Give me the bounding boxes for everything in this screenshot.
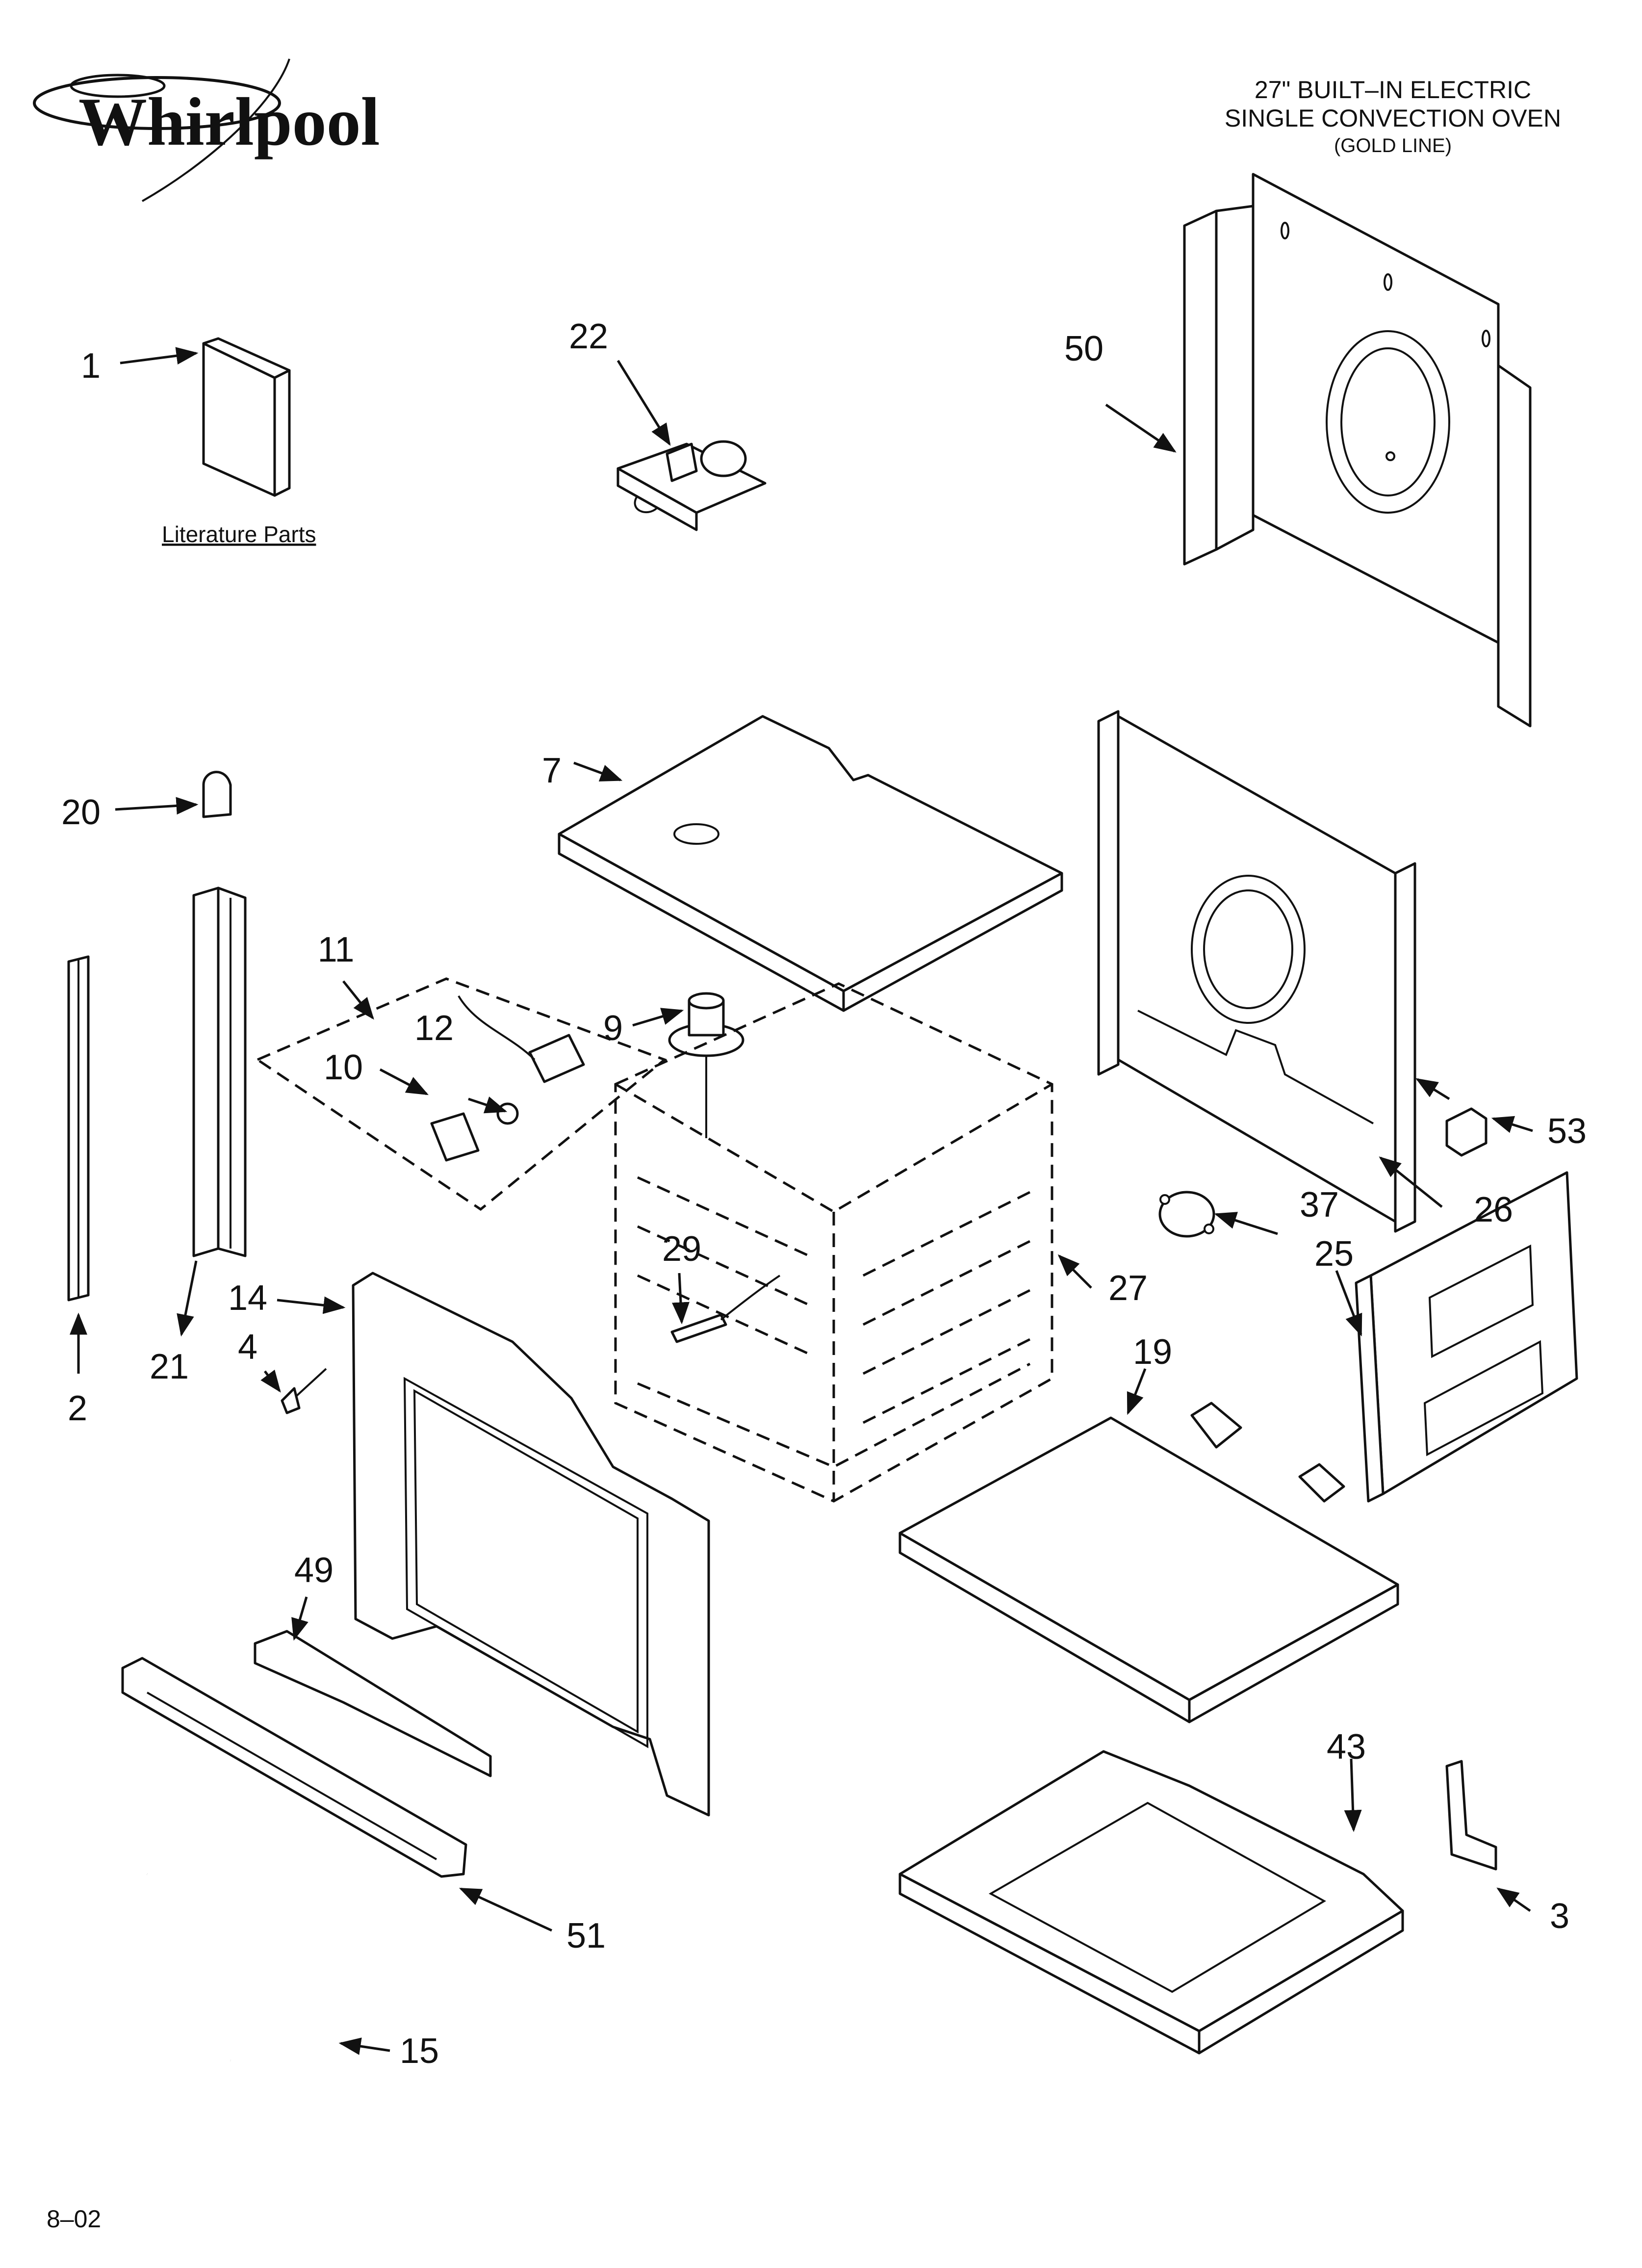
part-49-trim-bar	[254, 1630, 492, 1777]
callout-2: 2	[68, 1389, 87, 1428]
part-29-sensor	[670, 1275, 781, 1343]
part-3-bracket	[1445, 1760, 1497, 1871]
callout-51: 51	[566, 1916, 606, 1955]
callout-11: 11	[318, 930, 355, 969]
callout-7: 7	[542, 751, 562, 790]
callout-53: 53	[1547, 1112, 1587, 1151]
callout-21: 21	[150, 1347, 189, 1386]
title-line-2: SINGLE CONVECTION OVEN	[1225, 104, 1561, 132]
part-43-base-pan	[898, 1750, 1404, 2055]
title-line-3: (GOLD LINE)	[1334, 135, 1452, 156]
footer-code: 8–02	[47, 2205, 101, 2233]
callout-12: 12	[414, 1009, 454, 1048]
part-27-cavity	[614, 982, 1053, 1503]
callout-labels: 1 2 3 4 7 9 10 11 12 14 15 19 20 21 22 2…	[61, 317, 1587, 2071]
callout-43: 43	[1327, 1727, 1366, 1767]
leader-arrows	[70, 347, 1533, 2055]
part-37-thermostat	[1158, 1191, 1215, 1238]
callout-49: 49	[294, 1551, 334, 1590]
part-51-vent	[121, 1657, 467, 1878]
callout-1: 1	[81, 346, 101, 386]
part-7-top-cover	[558, 715, 1063, 1012]
callout-10: 10	[324, 1048, 363, 1087]
part-14-front-frame	[352, 1272, 710, 1817]
part-4-screw	[281, 1368, 327, 1414]
part-11-light-kit	[255, 977, 667, 1211]
callout-27: 27	[1108, 1269, 1148, 1308]
part-26-rear-baffle	[1097, 710, 1416, 1233]
callout-50: 50	[1064, 329, 1103, 368]
callout-26: 26	[1474, 1190, 1513, 1229]
callout-4: 4	[238, 1328, 257, 1367]
callout-22: 22	[569, 317, 608, 356]
logo-text: Whirlpool	[78, 84, 380, 160]
part-15-gasket	[51, 1708, 336, 2102]
part-1-literature: Literature Parts	[162, 337, 316, 547]
callout-29: 29	[662, 1229, 701, 1269]
part-25-side-panel	[1355, 1171, 1578, 1503]
callout-14: 14	[228, 1278, 267, 1318]
callout-20: 20	[61, 793, 101, 832]
callout-3: 3	[1550, 1897, 1569, 1936]
part-21-rail	[192, 886, 247, 1257]
title-block: 27" BUILT–IN ELECTRIC SINGLE CONVECTION …	[1225, 76, 1561, 156]
part-20-cap	[202, 771, 232, 818]
literature-parts-label: Literature Parts	[162, 521, 316, 547]
callout-25: 25	[1314, 1234, 1354, 1274]
callout-9: 9	[603, 1009, 623, 1048]
part-53-clip	[1445, 1107, 1488, 1157]
part-2-trim	[67, 955, 90, 1302]
title-line-1: 27" BUILT–IN ELECTRIC	[1255, 76, 1531, 104]
part-50-back-panel	[1183, 173, 1532, 728]
callout-19: 19	[1133, 1332, 1172, 1372]
whirlpool-logo: Whirlpool	[33, 58, 380, 202]
part-9-motor	[668, 992, 744, 1138]
callout-15: 15	[400, 2032, 439, 2071]
callout-37: 37	[1300, 1185, 1339, 1225]
part-19-bottom-cover	[898, 1402, 1399, 1723]
part-22-bracket	[616, 440, 767, 531]
